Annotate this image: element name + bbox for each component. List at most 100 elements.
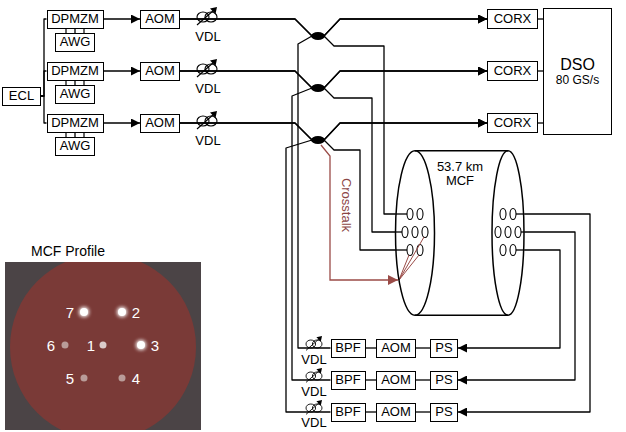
- core-spot: [62, 342, 69, 349]
- delay-line-label: VDL: [301, 352, 326, 365]
- node-text: BPF: [335, 373, 360, 387]
- core-spot: [80, 308, 88, 316]
- node-text: 80 GS/s: [556, 74, 599, 87]
- delay-line-label: VDL: [195, 133, 220, 146]
- fiber-connector: [416, 347, 430, 348]
- fiber-connector: [292, 71, 487, 380]
- core-spot: [119, 375, 126, 382]
- polarization-box: PS: [430, 371, 458, 390]
- core-number: 4: [132, 371, 140, 386]
- acousto-optic-box: AOM: [140, 10, 180, 29]
- fiber-connector: [104, 18, 141, 19]
- fiber-connector: [180, 71, 487, 88]
- node-text: AOM: [145, 116, 175, 130]
- fiber-connector: [180, 123, 395, 250]
- waveform-generator-box: AWG: [55, 137, 95, 156]
- acousto-optic-box: AOM: [140, 114, 180, 133]
- node-text: AWG: [60, 35, 91, 49]
- modulator-box: DPMZM: [47, 62, 104, 81]
- polarization-box: PS: [430, 403, 458, 422]
- node-text: AWG: [60, 139, 91, 153]
- crosstalk-arrow: [321, 145, 398, 280]
- filter-box: BPF: [331, 339, 366, 358]
- core-spot: [137, 341, 145, 349]
- fiber-cores: [402, 209, 428, 256]
- fiber-connector: [458, 232, 575, 380]
- node-text: CORX: [494, 12, 532, 26]
- waveform-generator-box: AWG: [55, 33, 95, 52]
- node-text: BPF: [335, 341, 360, 355]
- fiber-connector: [180, 71, 395, 232]
- fiber-connector: [104, 122, 141, 123]
- core-number: 7: [66, 305, 74, 320]
- core-lead: [395, 213, 407, 214]
- node-text: DSO: [560, 56, 595, 74]
- acousto-optic-box: AOM: [376, 371, 416, 390]
- core-spot: [100, 342, 107, 349]
- waveform-generator-box: AWG: [55, 85, 95, 104]
- node-text: CORX: [494, 64, 532, 78]
- acousto-optic-box: AOM: [376, 339, 416, 358]
- cylinder-face: [492, 151, 524, 316]
- node-text: PS: [435, 373, 452, 387]
- core-number: 6: [47, 338, 55, 353]
- fiber-cladding: [10, 262, 196, 430]
- core-number: 3: [151, 338, 159, 353]
- oscilloscope-box: DSO80 GS/s: [543, 8, 612, 135]
- fiber-coupler: [311, 84, 325, 92]
- core-number: 1: [87, 338, 95, 353]
- fiber-cylinder: 53.7 km MCF: [395, 150, 525, 316]
- laser-box: ECL: [2, 87, 41, 106]
- node-text: AOM: [145, 64, 175, 78]
- fiber-coupler: [311, 136, 325, 144]
- fiber-connector: [180, 123, 487, 140]
- modulator-box: DPMZM: [47, 10, 104, 29]
- delay-line-symbol: [306, 400, 322, 414]
- delay-line-symbol: [197, 7, 217, 25]
- filter-box: BPF: [331, 371, 366, 390]
- core-number: 2: [132, 305, 140, 320]
- delay-line-label: VDL: [301, 416, 326, 429]
- node-text: ECL: [9, 89, 34, 103]
- node-text: AOM: [381, 373, 411, 387]
- node-text: AOM: [381, 405, 411, 419]
- node-text: AOM: [145, 12, 175, 26]
- receiver-box: CORX: [487, 61, 538, 81]
- fiber-connector: [458, 250, 560, 348]
- acousto-optic-box: AOM: [140, 62, 180, 81]
- inset-title: MCF Profile: [31, 244, 105, 258]
- delay-line-symbol: [306, 336, 322, 350]
- crosstalk-fan: [399, 255, 419, 280]
- receiver-box: CORX: [487, 9, 538, 29]
- node-text: PS: [435, 341, 452, 355]
- fiber-cores: [495, 209, 521, 256]
- node-text: AWG: [60, 87, 91, 101]
- core-number: 5: [66, 371, 74, 386]
- crosstalk-fan: [399, 255, 409, 280]
- fiber-connector: [104, 70, 141, 71]
- node-text: BPF: [335, 405, 360, 419]
- fiber-connector: [180, 19, 487, 36]
- crosstalk-label: Crosstalk: [340, 178, 353, 232]
- node-text: AOM: [381, 341, 411, 355]
- fiber-connector: [416, 379, 430, 380]
- fiber-connector: [41, 19, 47, 96]
- node-text: DPMZM: [51, 12, 99, 26]
- delay-line-symbol: [197, 59, 217, 77]
- cylinder-edge: [415, 315, 508, 317]
- filter-box: BPF: [331, 403, 366, 422]
- node-text: CORX: [494, 116, 532, 130]
- delay-line-label: VDL: [301, 384, 326, 397]
- node-text: PS: [435, 405, 452, 419]
- node-text: DPMZM: [51, 64, 99, 78]
- core-spot: [118, 308, 126, 316]
- fiber-connector: [416, 411, 430, 412]
- acousto-optic-box: AOM: [376, 403, 416, 422]
- delay-line-label: VDL: [195, 29, 220, 42]
- fiber-connector: [366, 411, 377, 412]
- fiber-connector: [180, 19, 395, 214]
- cylinder-face: [396, 151, 435, 316]
- modulator-box: DPMZM: [47, 114, 104, 133]
- fiber-connector: [366, 379, 377, 380]
- cylinder-edge: [415, 150, 508, 152]
